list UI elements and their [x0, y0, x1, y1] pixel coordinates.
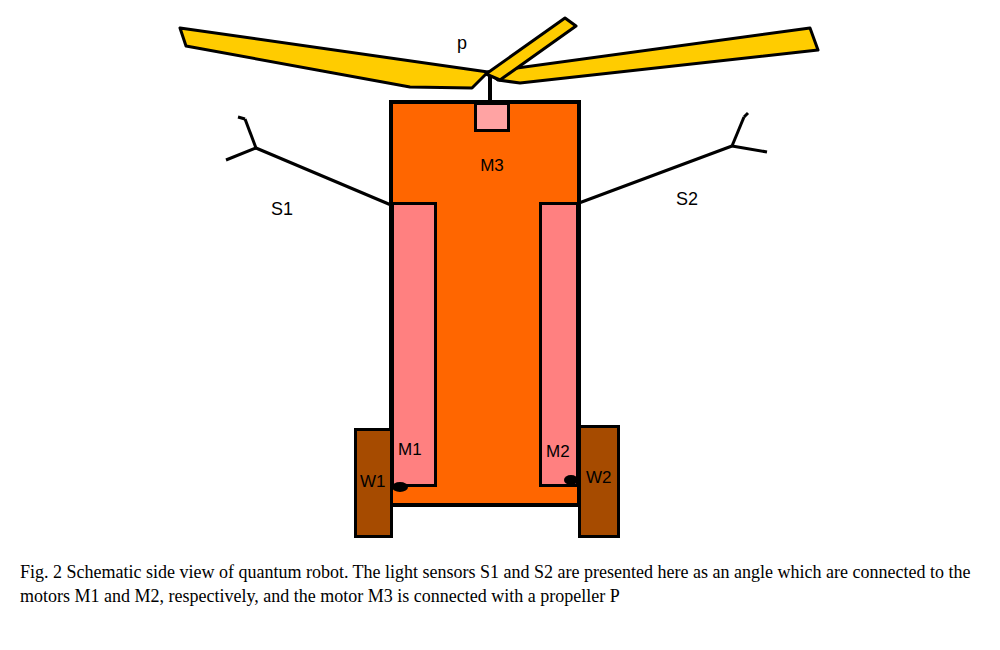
- motor-box: M3: [474, 102, 510, 132]
- wheel-label: W2: [586, 469, 612, 488]
- propeller-shaft: [488, 76, 492, 103]
- sensor-label: S1: [271, 200, 293, 220]
- motor-label: M1: [398, 441, 422, 460]
- light-sensor: [579, 113, 767, 203]
- motor-label: M2: [546, 443, 570, 462]
- light-sensor: [226, 117, 391, 205]
- wheel: W1: [354, 428, 393, 538]
- motor-box: M1: [391, 202, 437, 487]
- figure-caption: Fig. 2 Schematic side view of quantum ro…: [20, 560, 982, 609]
- propeller-label: p: [457, 34, 467, 54]
- propeller-blade: [486, 18, 576, 80]
- propeller-blade: [180, 28, 488, 88]
- motor-label: M3: [480, 157, 504, 176]
- wheel: W2: [578, 425, 620, 538]
- robot-body: [391, 102, 579, 505]
- sensor-label: S2: [676, 190, 698, 210]
- wheel-label: W1: [360, 473, 386, 492]
- motor-box: M2: [539, 202, 579, 487]
